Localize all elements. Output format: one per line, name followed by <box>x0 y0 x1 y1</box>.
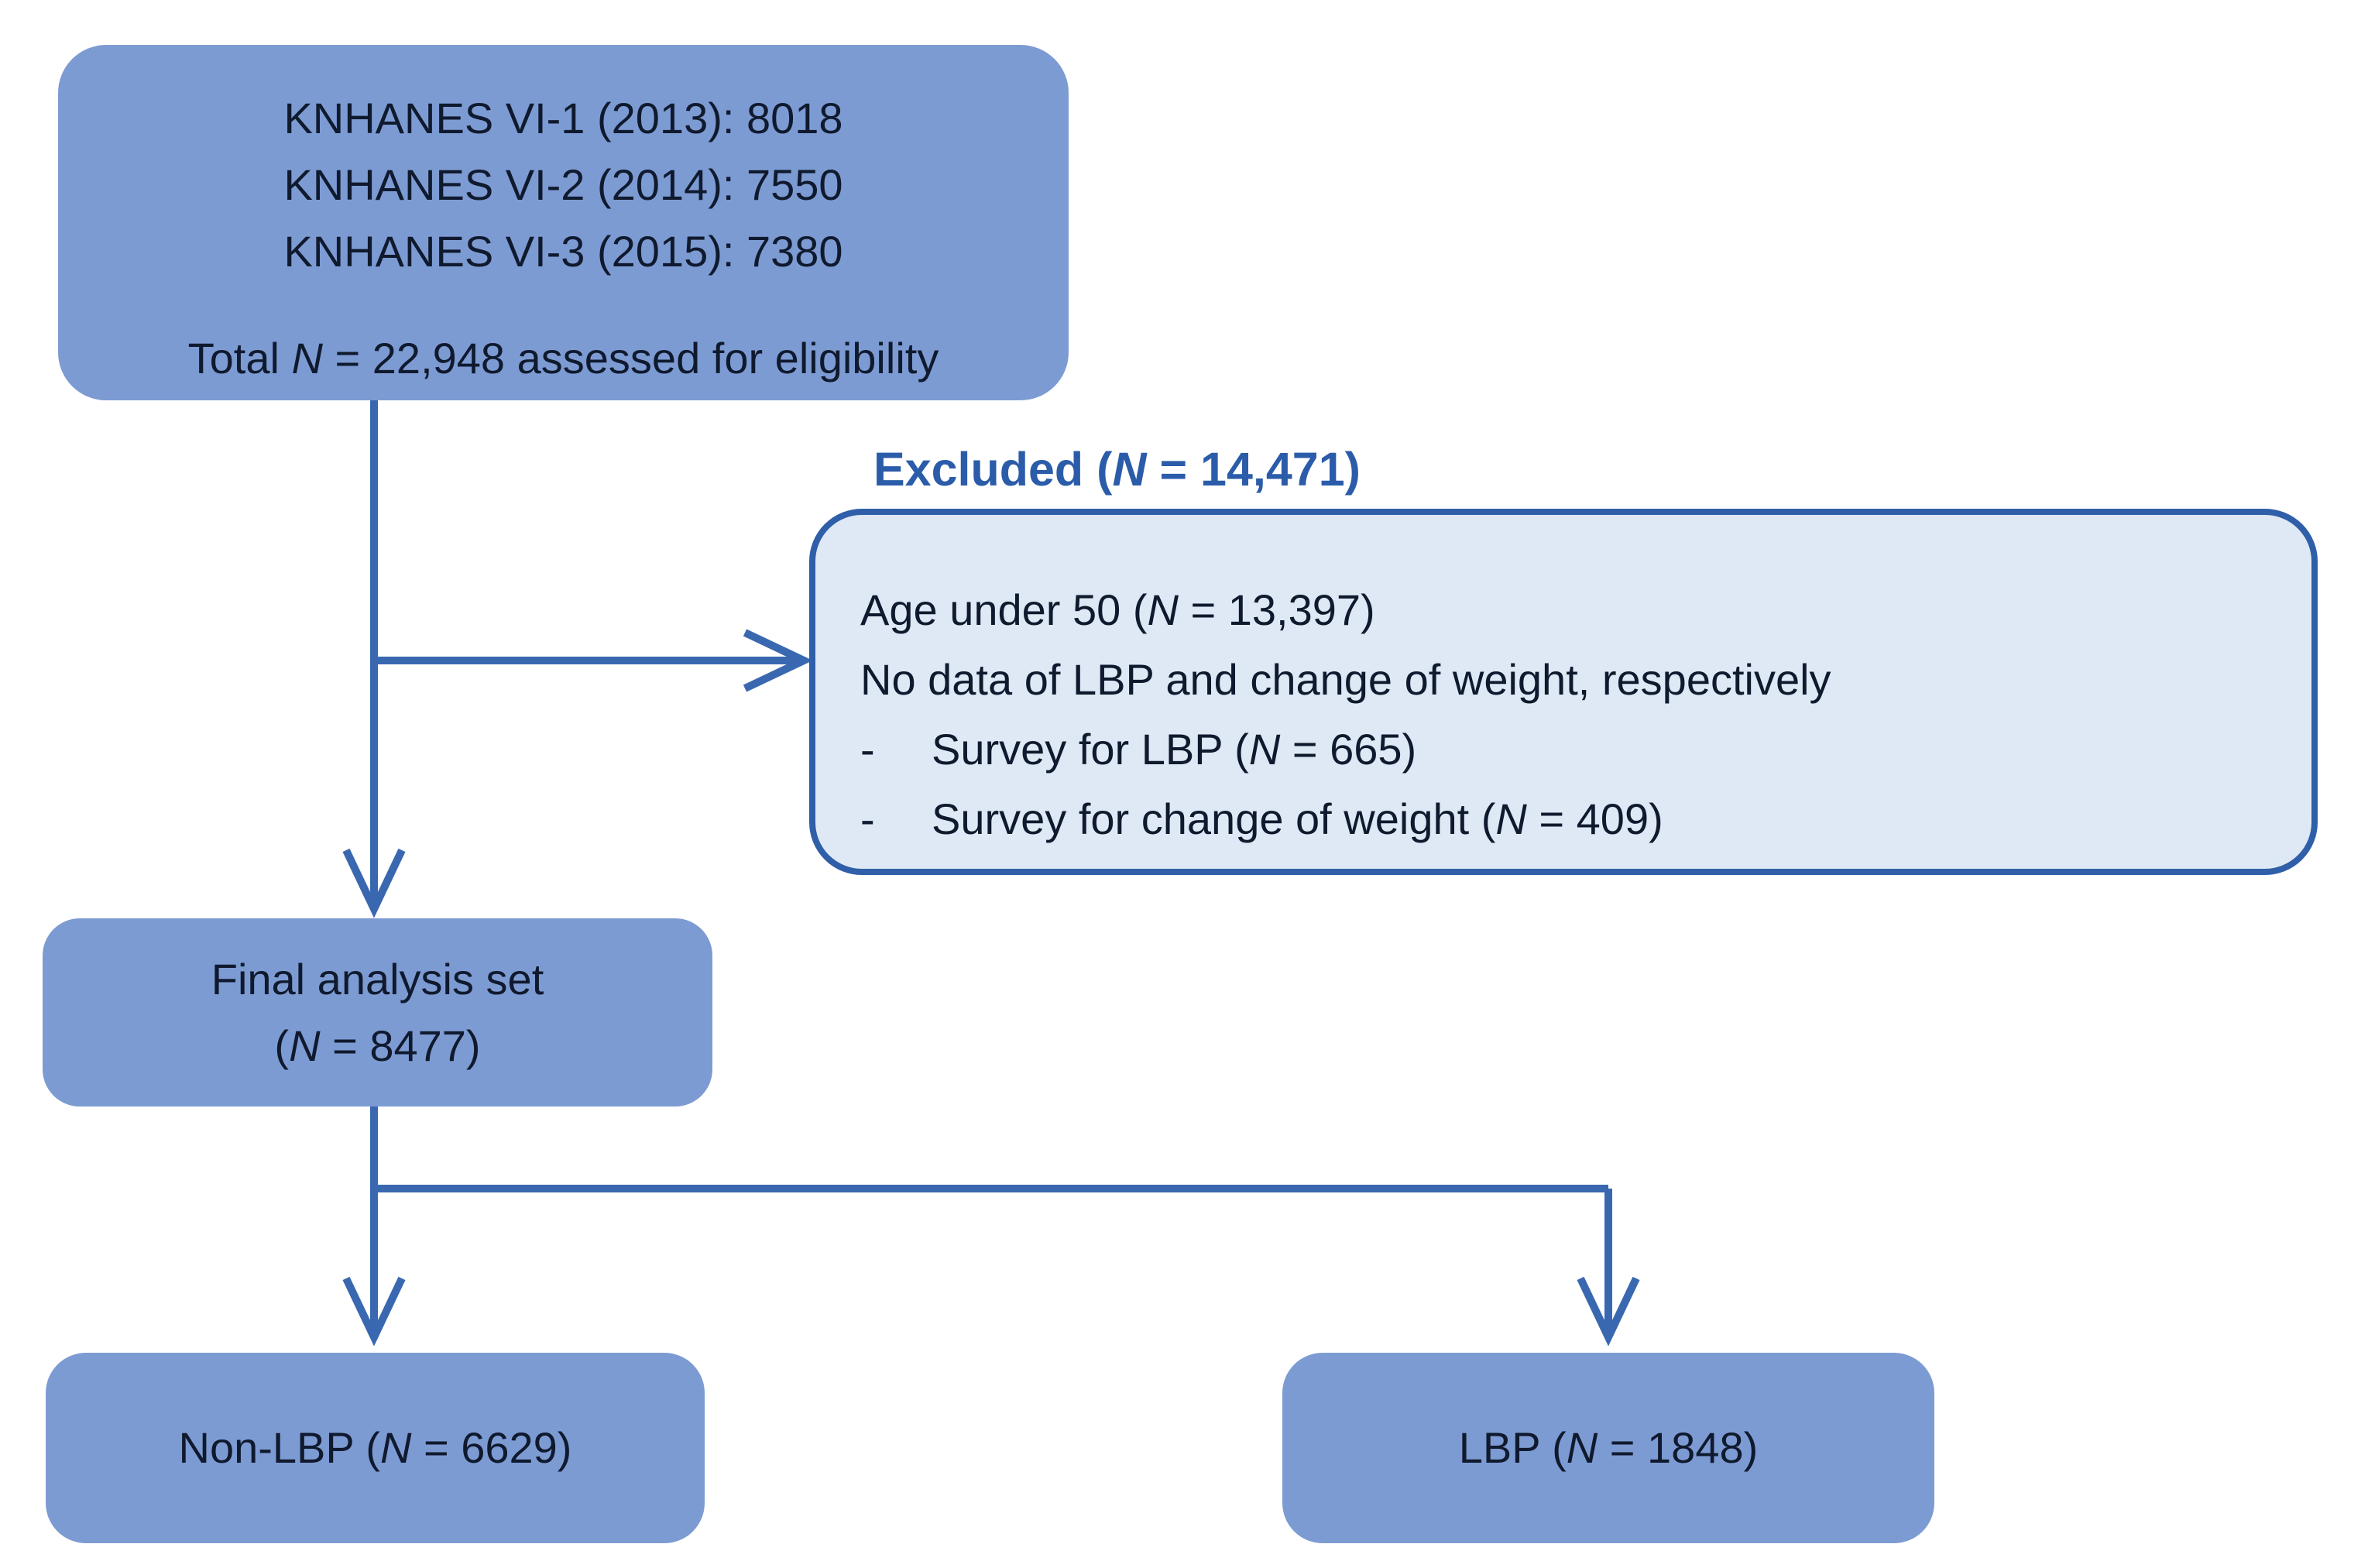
text-segment: Total <box>187 334 292 383</box>
text-line: (N = 8477) <box>211 1013 544 1079</box>
text-segment: Age under 50 ( <box>860 585 1148 634</box>
text-line: LBP (N = 1848) <box>1459 1415 1759 1481</box>
node-final-text: Final analysis set (N = 8477) <box>211 946 544 1079</box>
arrowhead-down-icon <box>1577 1276 1640 1347</box>
node-excluded-text: Age under 50 (N = 13,397)No data of LBP … <box>860 575 2274 854</box>
bullet-dash: - <box>860 794 875 843</box>
text-line: Age under 50 (N = 13,397) <box>860 575 2274 645</box>
text-segment: = 409) <box>1526 794 1663 843</box>
text-segment: N <box>1112 443 1147 496</box>
node-lbp: LBP (N = 1848) <box>1282 1353 1934 1543</box>
text-segment: KNHANES VI-2 (2014): 7550 <box>283 160 843 209</box>
bullet-text: Survey for LBP (N = 665) <box>932 715 1416 784</box>
text-segment: = 665) <box>1280 725 1417 774</box>
text-segment: No data of LBP and change of weight, res… <box>860 655 1831 704</box>
text-line: KNHANES VI-3 (2015): 7380 <box>58 218 1069 285</box>
text-segment: = 6629) <box>411 1423 572 1472</box>
text-line: KNHANES VI-1 (2013): 8018 <box>58 85 1069 152</box>
text-segment: N <box>1495 794 1527 843</box>
bullet-text: Survey for change of weight (N = 409) <box>932 784 1663 854</box>
text-segment: = 8477) <box>320 1021 481 1070</box>
node-non-lbp-text: Non-LBP (N = 6629) <box>179 1415 572 1481</box>
node-final-analysis-set: Final analysis set (N = 8477) <box>43 918 712 1107</box>
bullet-dash: - <box>860 725 875 774</box>
text-segment: KNHANES VI-3 (2015): 7380 <box>283 227 843 276</box>
text-line: Non-LBP (N = 6629) <box>179 1415 572 1481</box>
text-segment: Final analysis set <box>211 954 544 1004</box>
text-segment: Excluded ( <box>873 443 1113 496</box>
arrowhead-down-icon <box>342 848 406 918</box>
text-segment: Survey for change of weight ( <box>932 794 1496 843</box>
text-line: KNHANES VI-2 (2014): 7550 <box>58 152 1069 218</box>
arrow-assessed-to-final <box>342 400 406 918</box>
arrow-final-to-nonlbp <box>342 1107 406 1347</box>
text-segment: N <box>291 334 323 383</box>
text-segment: ( <box>274 1021 290 1070</box>
text-segment: N <box>1248 725 1281 774</box>
text-segment: Non-LBP ( <box>178 1423 380 1472</box>
text-line: No data of LBP and change of weight, res… <box>860 645 2274 715</box>
text-segment: Survey for LBP ( <box>932 725 1249 774</box>
arrow-branch-to-lbp <box>1577 1189 1640 1347</box>
text-segment: N <box>1147 585 1179 634</box>
node-lbp-text: LBP (N = 1848) <box>1459 1415 1759 1481</box>
text-line: Final analysis set <box>211 946 544 1013</box>
text-segment: = 1848) <box>1598 1423 1759 1472</box>
text-segment: N <box>289 1021 321 1070</box>
node-non-lbp: Non-LBP (N = 6629) <box>46 1353 705 1543</box>
arrow-branch-to-excluded <box>374 629 813 692</box>
text-line: - Survey for LBP (N = 665) <box>860 715 2274 784</box>
text-segment: N <box>1566 1423 1598 1472</box>
text-segment: = 13,397) <box>1178 585 1375 634</box>
text-segment: KNHANES VI-1 (2013): 8018 <box>283 94 843 142</box>
text-line: Total N = 22,948 assessed for eligibilit… <box>58 325 1069 392</box>
text-segment: N <box>379 1423 412 1472</box>
text-segment: LBP ( <box>1458 1423 1567 1472</box>
arrowhead-right-icon <box>743 629 813 692</box>
arrowhead-down-icon <box>342 1276 406 1347</box>
text-segment: = 14,471) <box>1146 443 1361 496</box>
text-line: - Survey for change of weight (N = 409) <box>860 784 2274 854</box>
node-excluded: Age under 50 (N = 13,397)No data of LBP … <box>809 509 2318 875</box>
text-segment: = 22,948 assessed for eligibility <box>322 334 939 383</box>
excluded-label: Excluded (N = 14,471) <box>873 438 1958 500</box>
